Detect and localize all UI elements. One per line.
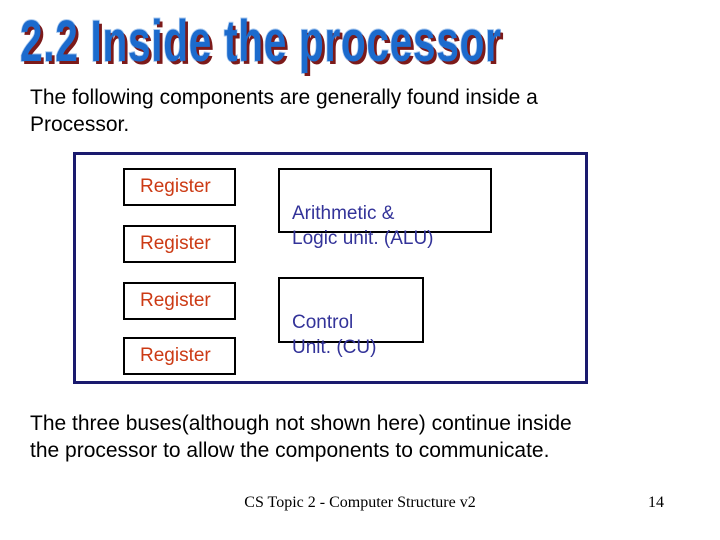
register-box-2: Register (123, 225, 236, 263)
register-box-1: Register (123, 168, 236, 206)
alu-label: Arithmetic & Logic unit. (ALU) (292, 203, 434, 249)
register-label-4: Register (140, 345, 211, 366)
control-unit-box: Control Unit. (CU) (278, 277, 424, 358)
buses-text: The three buses(although not shown here)… (30, 412, 572, 462)
control-unit-label: Control Unit. (CU) (292, 312, 377, 358)
register-label-1: Register (140, 176, 211, 197)
register-label-2: Register (140, 233, 211, 254)
page-number: 14 (648, 494, 664, 511)
footer-title: CS Topic 2 - Computer Structure v2 (244, 494, 476, 511)
register-label-3: Register (140, 290, 211, 311)
slide-title: 2.2 Inside the processor (19, 9, 502, 75)
register-box-4: Register (123, 337, 236, 375)
alu-box: Arithmetic & Logic unit. (ALU) (278, 168, 492, 249)
processor-diagram: Register Register Register Register Arit… (73, 152, 588, 384)
intro-text: The following components are generally f… (30, 86, 538, 136)
register-box-3: Register (123, 282, 236, 320)
